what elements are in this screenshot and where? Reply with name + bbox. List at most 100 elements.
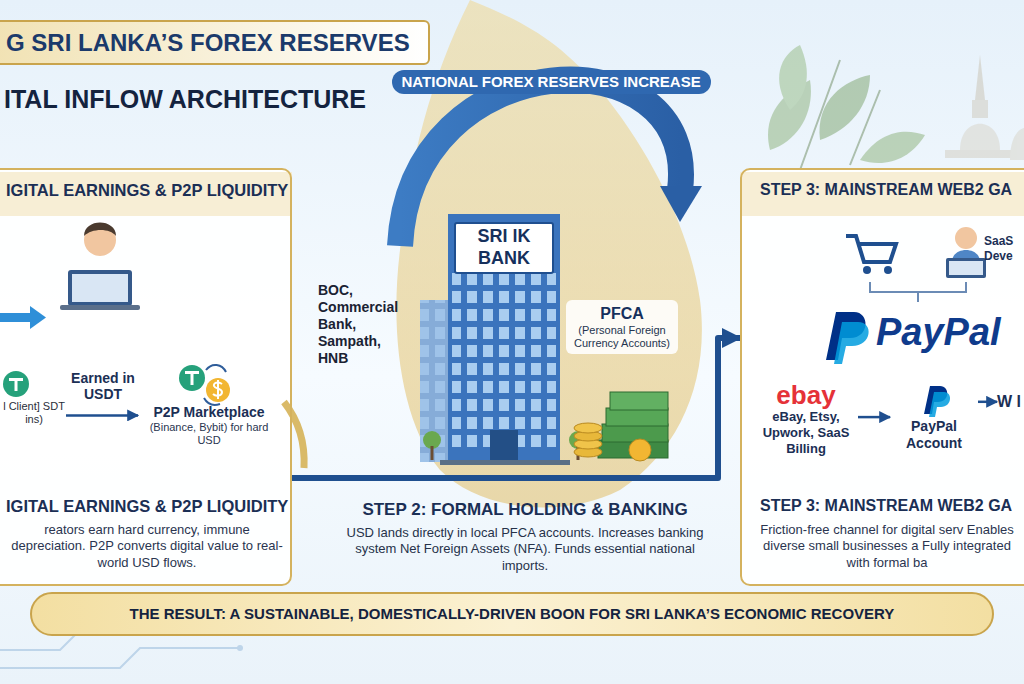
bank-building-part (452, 268, 556, 448)
paypal-logo-part (834, 322, 869, 364)
left-blue-arrow (0, 306, 46, 329)
bank-sign: SRI lK BANK (454, 222, 554, 274)
paypal-logo (826, 312, 869, 364)
subtitle: ITAL INFLOW ARCHITECTURE (4, 84, 424, 115)
developer-person-part (949, 261, 983, 275)
tea-leaves-part (779, 45, 807, 110)
paypal-account-node: PayPal Account (890, 382, 978, 452)
creator-person-part (72, 274, 128, 302)
bracket-part (870, 282, 966, 302)
client-node: l Client] SDT ins) (2, 400, 66, 427)
stupa-part (975, 55, 985, 100)
dollar-coin-part (206, 365, 226, 372)
tether-icon-part (179, 365, 205, 391)
creator-person-part (60, 305, 140, 310)
panel-backgrounds-part (740, 168, 1024, 586)
paypal-wordmark: PayPal (876, 312, 1020, 354)
tea-leaves-part (819, 75, 870, 140)
client-text: l Client] SDT ins) (2, 400, 66, 427)
money-stack-part (610, 392, 668, 410)
title-bar: G SRI LANKA’S FOREX RESERVES (0, 20, 430, 65)
bank-building-part (490, 430, 518, 462)
dollar-coin (204, 365, 230, 405)
cart-icon-part (863, 266, 871, 274)
developer-person-part (955, 227, 977, 249)
gold-flow-arrow-part (284, 402, 304, 468)
p2p-title: P2P Marketplace (138, 404, 280, 421)
tether-icon (179, 365, 205, 391)
stupa-part (1010, 128, 1024, 160)
dollar-coin-part (213, 380, 222, 399)
marketplace-list: eBay, Etsy, Upwork, SaaS Billing (754, 409, 858, 457)
step-panel: IGITAL EARNINGS & P2P LIQUIDITY IGITAL EA… (0, 168, 292, 586)
bank-building-part (448, 214, 560, 462)
p2p-node: P2P Marketplace(Binance, Bybit) for hard… (138, 404, 280, 448)
client-coin-part (15, 378, 18, 391)
bank-list: BOC, Commercial Bank, Sampath, HNB (318, 282, 412, 367)
creator-person-part (84, 223, 116, 237)
bank-building-part (420, 300, 448, 462)
pfca-sub: (Personal Foreign Currency Accounts) (570, 324, 674, 351)
money-stack (574, 392, 668, 461)
panel-heading: IGITAL EARNINGS & P2P LIQUIDITY (2, 178, 292, 202)
money-stack-part (606, 408, 668, 426)
tether-icon-part (191, 371, 194, 385)
paypal-account-text: PayPal Account (890, 418, 978, 452)
panel-backgrounds-part (740, 172, 1024, 216)
stupa (945, 55, 1024, 160)
developer-person-part (946, 258, 986, 278)
bank-building-part (420, 300, 448, 462)
banner-text: THE RESULT: A SUSTAINABLE, DOMESTICALLY-… (32, 605, 992, 623)
tea-leaves-part (800, 60, 880, 170)
flow-arrow (66, 414, 138, 417)
developer-label: SaaS Deve (984, 234, 1020, 263)
marketplace-node: ebayeBay, Etsy, Upwork, SaaS Billing (754, 382, 858, 457)
ebay-logo: ebay (754, 382, 858, 409)
left-blue-arrow-part (30, 306, 46, 329)
panel-backgrounds-part (0, 168, 292, 586)
circuit-lines-part (237, 645, 243, 651)
result-banner: THE RESULT: A SUSTAINABLE, DOMESTICALLY-… (30, 592, 994, 636)
bank-building-part (431, 446, 434, 460)
creator-person (60, 223, 140, 311)
bank-building (420, 214, 587, 465)
bank-building-part (440, 460, 570, 465)
panel-heading: STEP 3: MAINSTREAM WEB2 GA (756, 178, 1018, 202)
gold-flow-arrow (284, 402, 304, 468)
panel-backgrounds (0, 168, 1024, 586)
paypal-small-logo-part (929, 392, 950, 417)
bracket (870, 282, 966, 302)
client-coin (3, 371, 29, 397)
money-stack-part (629, 439, 651, 461)
dollar-coin-part (206, 378, 230, 402)
tea-leaves (768, 45, 925, 170)
flow-arrow (978, 401, 997, 404)
step-body: USD lands directly in local PFCA account… (340, 525, 710, 574)
stupa-part (945, 150, 1015, 158)
reserves-arc-part (660, 186, 702, 222)
step-body: reators earn hard currency, immune depre… (6, 522, 288, 571)
dollar-coin-part (204, 398, 220, 405)
pfca-title: PFCA (570, 304, 674, 324)
left-blue-arrow-part (0, 313, 30, 322)
step-heading: STEP 3: MAINSTREAM WEB2 GA (756, 494, 1018, 518)
stupa-part (960, 124, 1000, 150)
arc-label: NATIONAL FOREX RESERVES INCREASE (392, 70, 711, 94)
step-body: Friction-free channel for digital serv E… (760, 522, 1014, 571)
bank-building: SRI lK BANK (448, 214, 560, 462)
edge-label: Earned in USDT (70, 370, 136, 402)
flow-arrow (292, 338, 740, 478)
step-heading: IGITAL EARNINGS & P2P LIQUIDITY (2, 494, 292, 518)
developer-person (946, 227, 986, 278)
step-panel: STEP 3: MAINSTREAM WEB2 GA STEP 3: MAINST… (740, 168, 1024, 586)
withdraw-node: W l (997, 392, 1021, 412)
flow-arrow (858, 416, 890, 419)
money-stack-part (574, 423, 602, 433)
p2p-sub: (Binance, Bybit) for hard USD (138, 421, 280, 448)
cart-icon-part (846, 236, 896, 262)
cart-icon (846, 236, 896, 274)
stupa-part (972, 100, 988, 118)
creator-person-part (68, 270, 132, 306)
